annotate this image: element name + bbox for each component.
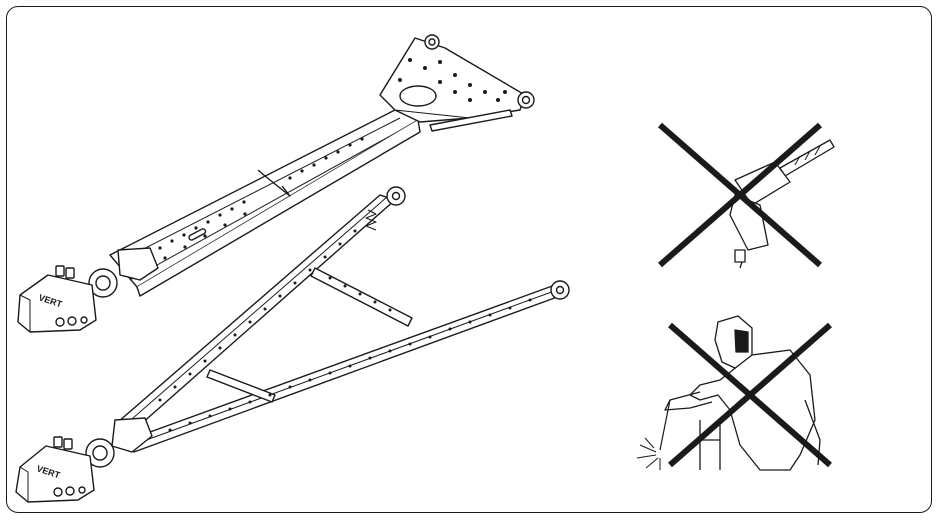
- upper-rigging-beam: [17, 34, 535, 333]
- illustration-frame: [6, 6, 932, 513]
- welding-prohibited-icon: [636, 315, 832, 471]
- spark-lines: [636, 437, 661, 470]
- lower-rigging-frame: [15, 186, 570, 503]
- drill-prohibited-icon: [658, 122, 835, 269]
